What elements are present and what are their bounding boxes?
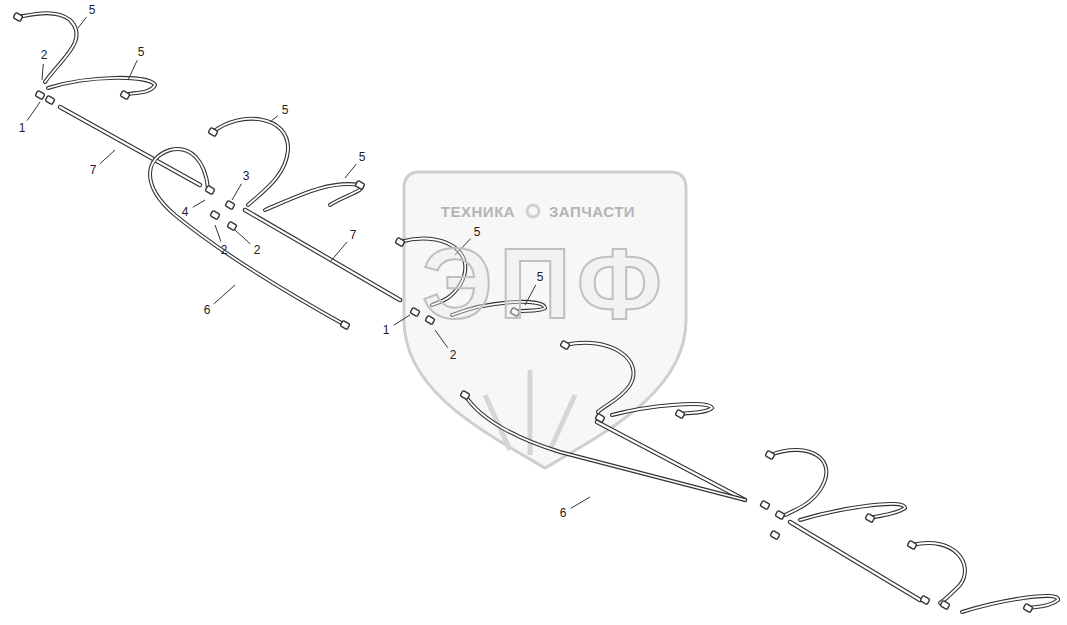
fitting-nut bbox=[560, 340, 570, 349]
hose-outline bbox=[962, 596, 1058, 612]
fitting-nut bbox=[595, 413, 605, 422]
fitting-nut bbox=[35, 90, 45, 99]
hose-core bbox=[612, 404, 712, 415]
watermark-text: ЗАПЧАСТИ bbox=[549, 204, 635, 219]
fitting-nut bbox=[775, 510, 785, 519]
fitting-nut bbox=[410, 307, 420, 316]
fitting-nut bbox=[225, 200, 235, 209]
fitting-nut bbox=[13, 12, 23, 21]
callout-number: 2 bbox=[221, 244, 228, 256]
leader-line bbox=[128, 60, 137, 80]
fitting-nut bbox=[765, 450, 775, 459]
hose-outline bbox=[800, 504, 905, 520]
fittings bbox=[13, 12, 1033, 612]
callout-number: 6 bbox=[560, 507, 567, 519]
callout-number: 2 bbox=[450, 349, 457, 361]
leader-line bbox=[394, 315, 410, 325]
fitting-nut bbox=[340, 320, 350, 329]
fitting-nut bbox=[907, 540, 917, 549]
callout-number: 7 bbox=[90, 164, 97, 176]
leader-line bbox=[235, 230, 250, 244]
watermark-logo: ЭПФ bbox=[422, 233, 668, 333]
hose-outline bbox=[465, 395, 745, 500]
hose-core bbox=[213, 119, 288, 205]
hose-outline bbox=[48, 78, 155, 95]
callout-number: 2 bbox=[41, 49, 48, 61]
rigid-tubes bbox=[60, 107, 920, 600]
leader-line bbox=[345, 164, 356, 178]
leader-line bbox=[571, 497, 590, 508]
hose-outline bbox=[265, 184, 362, 210]
hose-outline bbox=[770, 450, 826, 515]
fitting-nut bbox=[120, 90, 130, 99]
flexible-hoses bbox=[18, 13, 1058, 612]
leader-line bbox=[232, 184, 241, 200]
fitting-nut bbox=[865, 513, 875, 522]
leader-line bbox=[78, 17, 86, 28]
hose-outline bbox=[150, 149, 345, 325]
hose-outline bbox=[912, 543, 965, 603]
fitting-nut bbox=[675, 409, 685, 418]
hose-outline bbox=[18, 13, 77, 82]
fitting-nut bbox=[460, 390, 470, 399]
leader-line bbox=[215, 225, 221, 242]
watermark-text: ТЕХНИКА bbox=[441, 204, 515, 219]
leader-line bbox=[193, 200, 205, 207]
leader-line bbox=[214, 285, 235, 304]
hose-core bbox=[465, 395, 745, 500]
leader-line bbox=[330, 242, 347, 262]
fitting-nut bbox=[227, 221, 237, 230]
hose-core bbox=[48, 78, 155, 95]
fitting-nut bbox=[355, 180, 365, 189]
callout-number: 1 bbox=[383, 324, 390, 336]
hose-outline bbox=[213, 119, 288, 205]
hose-core bbox=[265, 184, 362, 210]
fitting-nut bbox=[770, 530, 780, 539]
fitting-nut bbox=[1023, 603, 1033, 612]
hose-outline bbox=[565, 343, 634, 412]
callout-number: 6 bbox=[204, 304, 211, 316]
callout-number: 3 bbox=[243, 170, 250, 182]
fitting-nut bbox=[940, 600, 950, 609]
hose-core bbox=[770, 450, 826, 515]
hose-core bbox=[150, 149, 345, 325]
callout-number: 2 bbox=[254, 244, 261, 256]
hose-core bbox=[18, 13, 77, 82]
callout-number: 1 bbox=[19, 122, 26, 134]
callout-number: 5 bbox=[282, 104, 289, 116]
fitting-nut bbox=[395, 237, 405, 246]
callout-number: 5 bbox=[359, 151, 366, 163]
leader-line bbox=[27, 102, 40, 121]
fitting-nut bbox=[210, 210, 220, 219]
fitting-nut bbox=[208, 127, 218, 136]
fitting-nut bbox=[205, 185, 215, 194]
callout-number: 7 bbox=[350, 229, 357, 241]
callout-number: 5 bbox=[138, 46, 145, 58]
leader-line bbox=[270, 116, 278, 122]
fitting-nut bbox=[760, 500, 770, 509]
watermark-shield bbox=[404, 172, 686, 468]
hose-core bbox=[912, 543, 965, 603]
hose-outline bbox=[612, 404, 712, 415]
hose-core bbox=[800, 504, 905, 520]
hose-core bbox=[962, 596, 1058, 612]
leader-line bbox=[42, 64, 43, 80]
callout-number: 4 bbox=[182, 206, 189, 218]
hose-core bbox=[565, 343, 634, 412]
fitting-nut bbox=[920, 595, 930, 604]
fitting-nut bbox=[45, 95, 55, 104]
leader-line bbox=[100, 150, 115, 164]
callout-number: 5 bbox=[89, 4, 96, 16]
